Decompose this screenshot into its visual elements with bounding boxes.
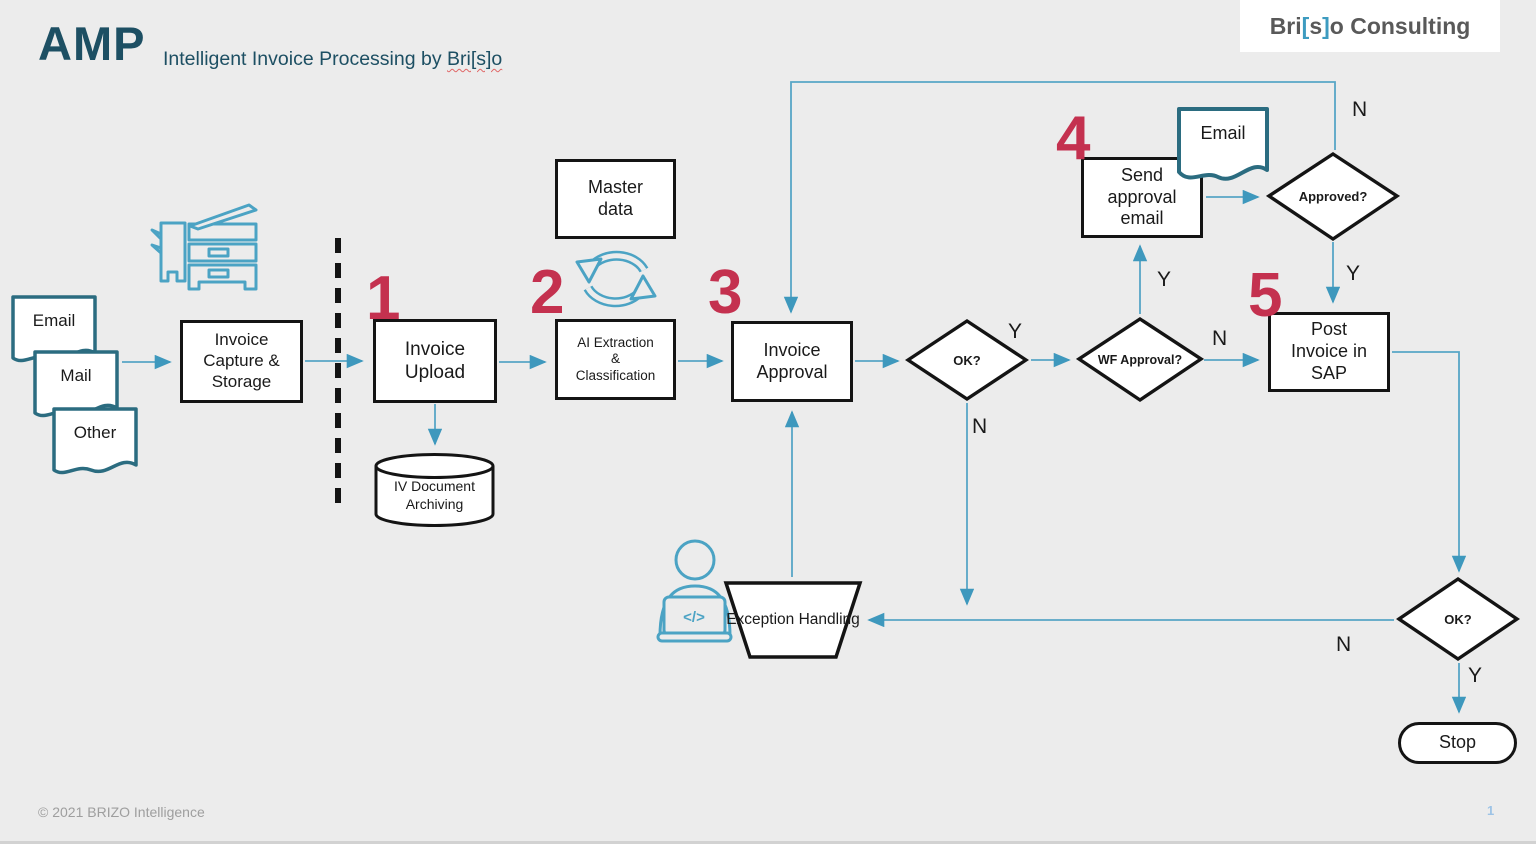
subtitle-prefix: Intelligent Invoice Processing by	[163, 48, 447, 70]
label-ok1-yes: Y	[1008, 320, 1023, 343]
logo-letter-s: s	[1309, 12, 1323, 39]
step-number-2: 2	[530, 258, 565, 327]
source-doc-label: Other	[73, 423, 117, 442]
source-doc-email: Email	[10, 295, 98, 369]
label-ok2-yes: Y	[1468, 664, 1483, 687]
decision-ok-2: OK?	[1396, 576, 1520, 662]
page-subtitle: Intelligent Invoice Processing by Bri[s]…	[163, 48, 502, 71]
label-approved-no: N	[1352, 98, 1368, 121]
label-ok1-no: N	[972, 415, 988, 438]
code-glyph: </>	[683, 609, 705, 626]
subtitle-brand: Bri[s]o	[447, 48, 503, 70]
source-doc-label: Mail	[60, 366, 92, 385]
decision-ok-1: OK?	[905, 318, 1029, 402]
node-ai-extraction: AI Extraction & Classification	[555, 319, 676, 400]
conn-approved-no-feedback	[783, 81, 1336, 314]
decision-ok-2-label: OK?	[1444, 611, 1472, 627]
label-approved-yes: Y	[1346, 262, 1361, 285]
node-post-invoice-sap: Post Invoice in SAP	[1268, 312, 1390, 392]
node-master-data: Master data	[555, 159, 676, 239]
node-document-archiving-label: IV Document Archiving	[394, 478, 475, 512]
node-invoice-approval: Invoice Approval	[731, 321, 853, 402]
email-output-label: Email	[1200, 123, 1246, 143]
source-doc-label: Email	[32, 311, 76, 330]
bottom-edge-strip	[0, 841, 1536, 844]
label-wf-yes: Y	[1157, 268, 1172, 291]
decision-approved-label: Approved?	[1298, 189, 1368, 204]
decision-wf-approval-label: WF Approval?	[1097, 352, 1183, 367]
step-number-1: 1	[366, 264, 401, 333]
email-output-doc: Email	[1176, 106, 1270, 196]
logo-open-bracket: [	[1301, 12, 1310, 39]
source-doc-other: Other	[51, 407, 139, 481]
decision-wf-approval: WF Approval?	[1076, 316, 1204, 403]
decision-ok-1-label: OK?	[953, 352, 981, 368]
node-invoice-capture: Invoice Capture & Storage	[180, 320, 303, 403]
node-stop: Stop	[1398, 722, 1517, 764]
logo-close-bracket: ]	[1322, 12, 1330, 39]
logo-part2: o Consulting	[1329, 12, 1471, 39]
step-number-5: 5	[1248, 261, 1283, 330]
node-exception-handling-label: Exception Handling	[726, 611, 860, 629]
node-invoice-upload: Invoice Upload	[373, 319, 497, 403]
step-number-3: 3	[708, 258, 743, 327]
node-document-archiving: IV Document Archiving	[374, 452, 495, 529]
conn-sap-to-ok2	[1392, 351, 1467, 573]
node-exception-handling: Exception Handling	[720, 580, 866, 661]
decision-approved: Approved?	[1266, 151, 1400, 242]
company-logo: Bri[s]o Consulting	[1240, 0, 1500, 52]
step-number-4: 4	[1056, 104, 1091, 173]
label-ok2-no: N	[1336, 633, 1352, 656]
label-wf-no: N	[1212, 327, 1228, 350]
printer-icon	[150, 203, 258, 291]
logo-part1: Bri	[1269, 12, 1302, 39]
page-number: 1	[1487, 803, 1495, 818]
sync-icon	[575, 250, 657, 308]
person-laptop-icon: </>	[656, 539, 733, 643]
copyright-text: © 2021 BRIZO Intelligence	[38, 804, 205, 820]
node-send-approval-email: Send approval email	[1081, 157, 1203, 238]
page-title: AMP	[38, 17, 146, 70]
